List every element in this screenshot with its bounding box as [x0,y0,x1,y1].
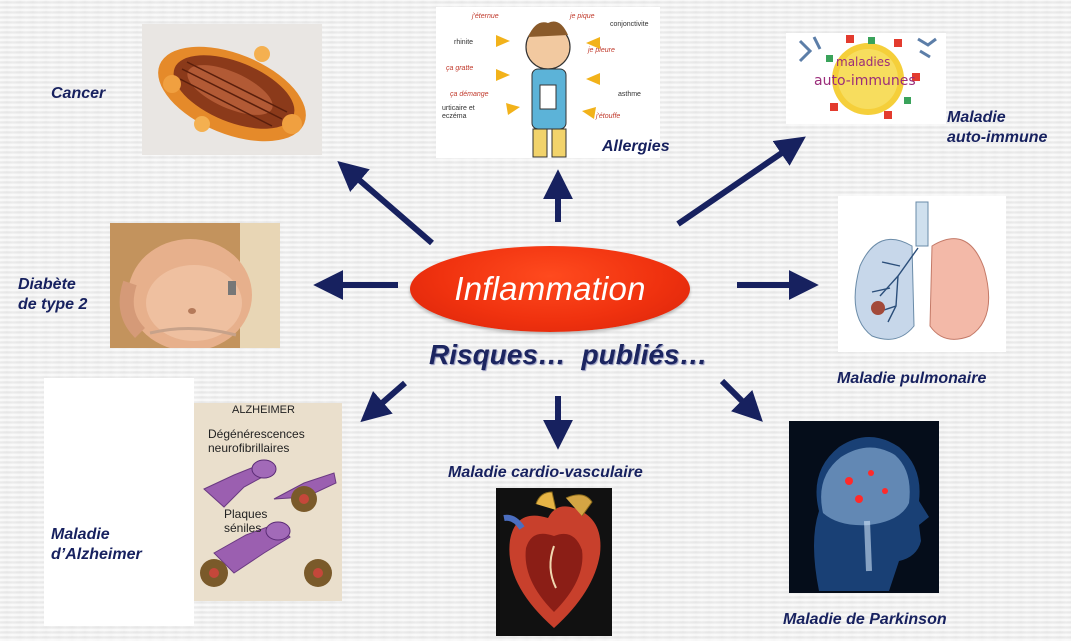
alzheimer-white-panel [44,378,194,626]
alzheimer-image: ALZHEIMER Dégénérescences neurofibrillai… [194,403,342,601]
center-subtitle: Risques… publiés… [429,339,708,370]
heart-image [496,488,612,636]
alzheimer-label-1b: neurofibrillaires [208,441,290,455]
label-pulmonary: Maladie pulmonaire [837,370,987,387]
label-alzheimer-line1: Maladie [51,526,110,543]
center-title: Inflammation [454,270,646,307]
allergy-word-10: eczéma [442,113,467,120]
arrow-to-cancer [337,161,434,246]
allergy-word-4: rhinite [454,39,474,46]
allergies-image: j'éternue je pique conjonctivite rhinite… [436,7,660,158]
label-diabetes-line1: Diabète [18,276,76,293]
lungs-image [838,196,1006,352]
alzheimer-label-2b: séniles [224,521,262,535]
arrow-to-parkinson [719,378,763,422]
allergy-word-1: j'éternue [472,13,499,20]
autoimmune-image: maladies auto-immunes [786,33,946,124]
allergy-word-2: je pique [570,13,595,20]
allergy-word-5: je pleure [588,47,615,54]
allergy-word-9: urticaire et [442,105,475,112]
label-cancer: Cancer [51,85,106,102]
brain-image [789,421,939,593]
arrow-to-alzheimer [360,380,407,423]
alzheimer-label-2a: Plaques [224,507,268,521]
label-parkinson: Maladie de Parkinson [783,611,947,628]
label-autoimmune-line1: Maladie [947,109,1006,126]
allergy-word-6: ça gratte [446,65,474,72]
autoimmune-text-2: auto-immunes [814,73,916,89]
alzheimer-title: ALZHEIMER [232,404,295,416]
label-autoimmune-line2: auto-immune [947,129,1048,146]
allergy-word-7: ça démange [450,91,489,98]
label-allergies: Allergies [602,138,670,155]
allergy-word-3: conjonctivite [610,21,649,28]
arrow-to-autoimmune [676,136,806,227]
diabetes-image [110,223,280,348]
autoimmune-text-1: maladies [836,55,891,69]
cancer-image [142,24,322,155]
inflammation-ellipse: Inflammation [410,246,690,332]
allergy-word-8: asthme [618,91,641,98]
allergy-word-11: j'étouffe [596,113,621,120]
label-diabetes-line2: de type 2 [18,296,88,313]
label-cardio: Maladie cardio-vasculaire [448,464,643,481]
label-alzheimer-line2: d’Alzheimer [51,546,142,563]
alzheimer-label-1a: Dégénérescences [208,427,305,441]
